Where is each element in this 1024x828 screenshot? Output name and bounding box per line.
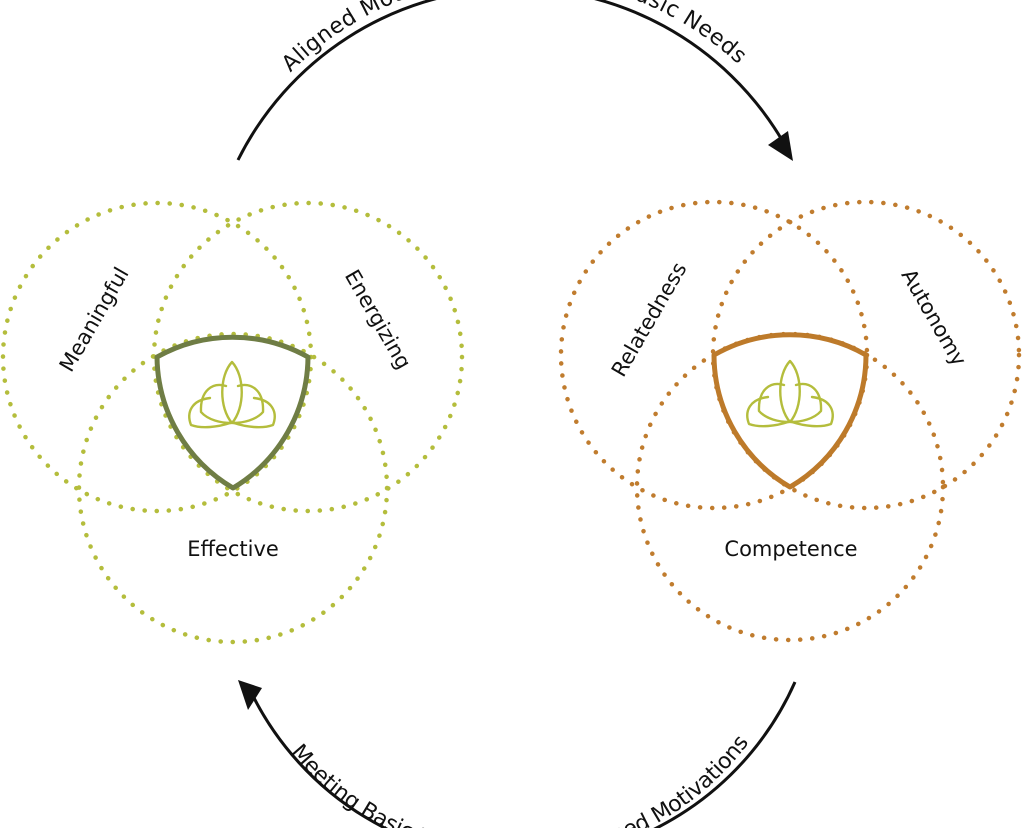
circle-competence [634, 331, 946, 643]
circle-meaningful [0, 200, 314, 514]
bottom-arrow-line [250, 681, 797, 828]
top-arrowhead-icon [768, 131, 793, 161]
bottom-arrow-label-text: Meeting Basic Needs Inspires Aligned Mot… [286, 731, 754, 828]
label-meaningful: Meaningful [55, 263, 134, 376]
center-shield [711, 332, 869, 490]
right-venn: Relatedness Autonomy Competence [558, 199, 1022, 643]
top-arrow-line [236, 0, 784, 161]
bottom-arrowhead-icon [238, 680, 262, 710]
bottom-arrow-label: Meeting Basic Needs Inspires Aligned Mot… [286, 731, 754, 828]
bottom-arrow: Meeting Basic Needs Inspires Aligned Mot… [238, 680, 797, 828]
label-energizing: Energizing [340, 266, 416, 374]
label-relatedness: Relatedness [607, 258, 692, 381]
label-competence: Competence [724, 537, 857, 561]
top-arrow: Aligned Motivations Help Meet Basic Need… [236, 0, 793, 161]
center-shield [154, 334, 311, 491]
circle-effective [76, 331, 390, 645]
label-effective: Effective [187, 537, 279, 561]
circle-autonomy [710, 199, 1022, 511]
left-venn: Meaningful Energizing Effective [0, 200, 465, 645]
lotus-icon [746, 359, 834, 428]
lotus-icon [188, 360, 276, 429]
label-autonomy: Autonomy [897, 265, 972, 370]
